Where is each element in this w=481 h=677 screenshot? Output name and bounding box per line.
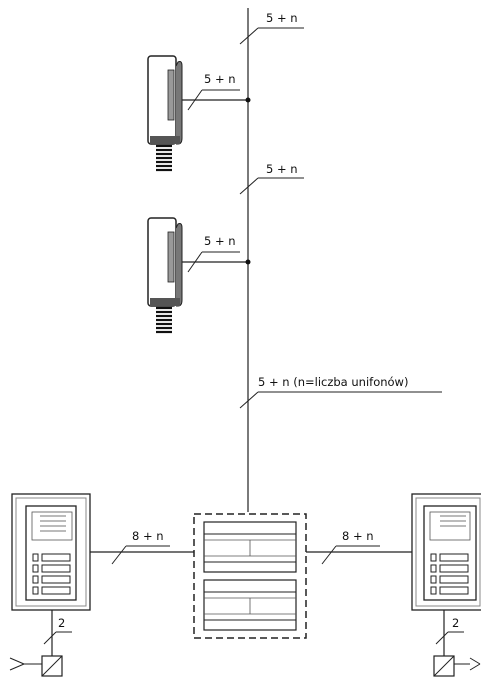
bus-lower-label: 5 + n (n=liczba unifonów) [258, 375, 408, 389]
right-link-label-group: 8 + n [321, 529, 380, 565]
junction-dot-2 [245, 259, 251, 265]
bus-middle-label-group: 5 + n [239, 162, 304, 195]
intercom-handset-1 [147, 55, 183, 172]
left-link-label-group: 8 + n [111, 529, 170, 565]
bus-lower-label-group: 5 + n (n=liczba unifonów) [239, 375, 442, 409]
handset1-branch-label: 5 + n [204, 72, 236, 86]
right-link-label: 8 + n [342, 529, 374, 543]
bus-top-label: 5 + n [266, 11, 298, 25]
door-panel-left [11, 493, 91, 611]
bus-top-label-group: 5 + n [239, 11, 304, 45]
left-lock-label-group: 2 [43, 616, 72, 645]
junction-dot-1 [245, 97, 251, 103]
intercom-handset-2 [147, 217, 183, 334]
bus-middle-label: 5 + n [266, 162, 298, 176]
right-lock-label-group: 2 [435, 616, 464, 645]
door-panel-right [411, 493, 481, 611]
left-lock-label: 2 [58, 616, 65, 630]
power-supply-unit [193, 513, 307, 639]
electric-lock-right-icon [433, 655, 481, 677]
handset1-label-group: 5 + n [187, 72, 240, 111]
left-link-label: 8 + n [132, 529, 164, 543]
handset2-label-group: 5 + n [187, 234, 240, 273]
handset2-branch-label: 5 + n [204, 234, 236, 248]
electric-lock-left-icon [9, 655, 63, 677]
right-lock-label: 2 [452, 616, 459, 630]
